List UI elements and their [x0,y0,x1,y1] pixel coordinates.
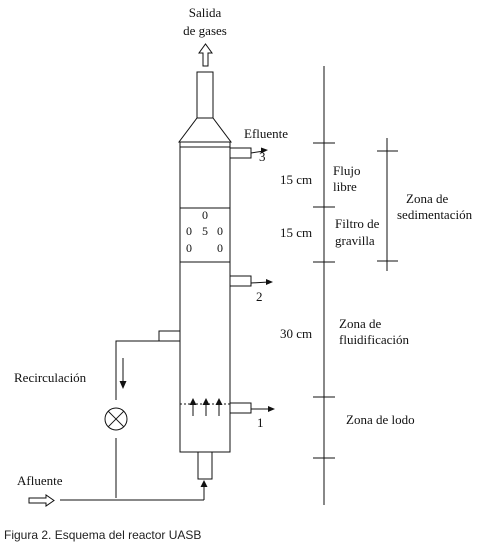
pump-cross [107,410,125,428]
influent-label: Afluente [17,473,63,488]
free-flow-label: Flujo [333,163,360,178]
upflow-arrowhead [215,398,223,405]
fluidization-zone-label: fluidificación [339,332,410,347]
sludge-zone-label: Zona de lodo [346,412,415,427]
gravel-filter-label: Filtro de [335,216,380,231]
recirculation-arrowhead [119,381,127,389]
height-free-flow: 15 cm [280,172,312,187]
gravel-glyph: 5 [202,224,208,238]
recirculation-label: Recirculación [14,370,87,385]
gravel-glyph: 0 [202,208,208,222]
height-fluidization: 30 cm [280,326,312,341]
gas-outlet-pipe [196,71,214,119]
port-1-arrowhead [268,406,275,412]
figure-caption: Figura 2. Esquema del reactor UASB [4,528,202,542]
port-1-label: 1 [257,415,264,430]
sampling-port-1 [229,402,252,414]
upflow-arrowhead [189,398,197,405]
reactor-body [179,146,231,453]
gas-outlet-arrow-icon [198,43,213,67]
free-flow-label: libre [333,179,357,194]
recirculation-pump-icon [104,407,128,431]
gravel-glyph: 0 [217,241,223,255]
gas-separator-hood [178,117,232,143]
sedimentation-zone-label: sedimentación [397,207,473,222]
sedimentation-zone-label: Zona de [406,191,448,206]
port-3-label: 3 [259,149,266,164]
port-3-arrowhead [261,147,268,154]
gravel-glyph: 0 [186,224,192,238]
gravel-glyph: 0 [186,241,192,255]
recirculation-line [115,340,159,400]
port-2-arrowhead [266,279,273,285]
gravel-glyph: 0 [217,224,223,238]
gravel-filter-label: gravilla [335,233,375,248]
gas-outlet-label: de gases [183,23,227,38]
sampling-port-2 [229,275,252,287]
upflow-arrowhead [202,398,210,405]
influent-pipe [197,451,213,480]
port-2-label: 2 [256,289,263,304]
recirculation-port [158,330,181,342]
fluidization-zone-label: Zona de [339,316,381,331]
influent-up-arrowhead [200,480,208,487]
height-gravel-filter: 15 cm [280,225,312,240]
reactor-top-rim [179,141,231,148]
influent-arrow-icon [28,494,55,507]
effluent-label: Efluente [244,126,288,141]
effluent-port-3 [229,147,252,159]
gas-outlet-label: Salida [189,5,222,20]
